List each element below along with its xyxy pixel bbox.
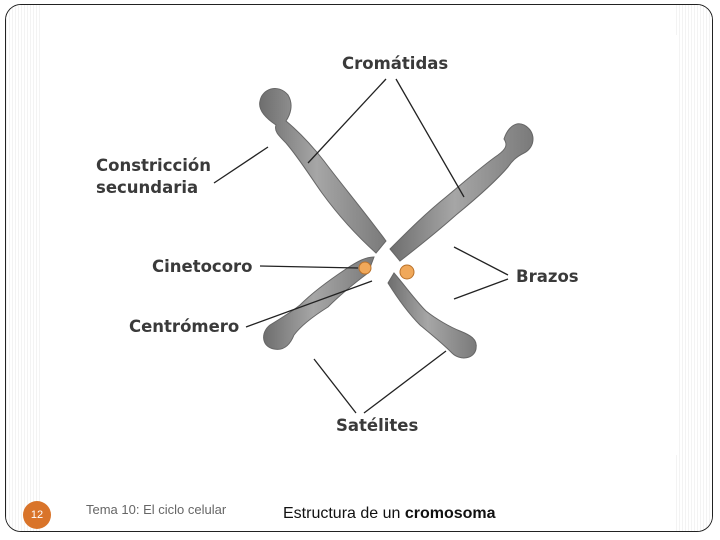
pointer-satelites-right bbox=[363, 350, 447, 414]
kinetochore-left bbox=[358, 261, 372, 275]
label-cromatidas: Cromátidas bbox=[342, 54, 448, 73]
slide-topic: Tema 10: El ciclo celular bbox=[86, 502, 227, 517]
pointer-brazos-lower bbox=[453, 278, 509, 300]
pointer-brazos-upper bbox=[453, 246, 509, 276]
label-brazos: Brazos bbox=[516, 267, 579, 286]
slide-frame: Cromátidas Constricción secundaria Cinet… bbox=[5, 4, 713, 532]
pointer-constriccion bbox=[213, 146, 269, 184]
kinetochore-right bbox=[399, 264, 415, 280]
pointer-centromero bbox=[245, 280, 373, 328]
arm-upper-left bbox=[259, 87, 387, 254]
label-constriccion-line1: Constricción bbox=[96, 156, 211, 175]
slide-title-prefix: Estructura de un bbox=[283, 505, 401, 522]
right-stripe-decoration bbox=[676, 5, 712, 531]
arm-lower-left bbox=[263, 256, 375, 350]
label-satelites: Satélites bbox=[336, 416, 418, 435]
slide-title-bold: cromosoma bbox=[404, 505, 496, 522]
pointer-cromatidas-right bbox=[395, 78, 465, 198]
arm-lower-right bbox=[387, 272, 477, 359]
pointer-satelites-left bbox=[313, 358, 357, 414]
slide-title: Estructura de un cromosoma bbox=[283, 505, 496, 523]
pointer-cromatidas-left bbox=[307, 78, 387, 164]
label-constriccion-line2: secundaria bbox=[96, 178, 198, 197]
label-centromero: Centrómero bbox=[129, 317, 239, 336]
slide-number: 12 bbox=[30, 509, 44, 521]
chromosome-diagram: Cromátidas Constricción secundaria Cinet… bbox=[46, 35, 678, 455]
chromosome bbox=[259, 87, 534, 359]
pointer-cinetocoro bbox=[259, 265, 359, 269]
slide-number-badge: 12 bbox=[23, 501, 51, 529]
label-cinetocoro: Cinetocoro bbox=[152, 257, 253, 276]
left-stripe-decoration bbox=[6, 5, 42, 531]
